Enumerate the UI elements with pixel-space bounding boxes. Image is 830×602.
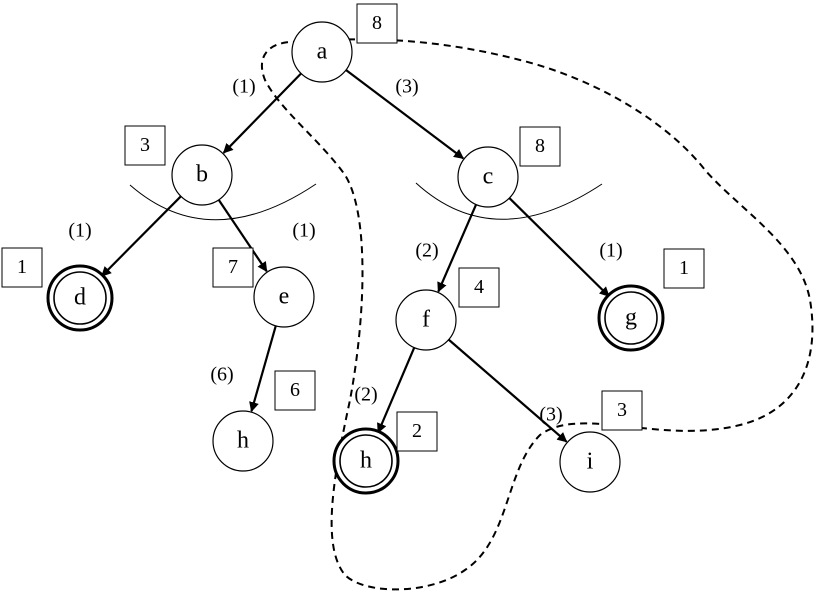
node-label-f: f bbox=[422, 307, 430, 333]
heuristic-value-a: 8 bbox=[372, 12, 382, 34]
heuristic-value-h1: 6 bbox=[290, 379, 300, 401]
goal-node-g-outer-ring bbox=[597, 284, 665, 352]
edge-a-b bbox=[222, 72, 302, 154]
heuristic-value-b: 3 bbox=[140, 134, 150, 156]
heuristic-box-c bbox=[519, 126, 561, 167]
node-label-h1: h bbox=[237, 428, 249, 454]
heuristic-box-b bbox=[124, 125, 166, 166]
cutoff-arc-b bbox=[129, 183, 317, 221]
edge-cost-label-b-e: (1) bbox=[292, 220, 315, 242]
node-label-h2: h bbox=[360, 448, 372, 474]
explored-region-boundary bbox=[260, 38, 814, 591]
heuristic-box-a bbox=[356, 3, 398, 44]
heuristic-box-i bbox=[601, 390, 643, 431]
node-a bbox=[291, 21, 353, 83]
node-e bbox=[253, 266, 315, 328]
edge-cost-label-f-i: (3) bbox=[539, 404, 562, 426]
node-f bbox=[395, 289, 457, 351]
node-label-c: c bbox=[483, 164, 494, 190]
edge-b-e bbox=[217, 199, 268, 273]
edge-cost-label-a-b: (1) bbox=[232, 76, 255, 98]
heuristic-box-g bbox=[663, 248, 705, 289]
edge-cost-label-c-g: (1) bbox=[599, 240, 622, 262]
node-c bbox=[457, 146, 519, 208]
node-h1 bbox=[212, 410, 274, 472]
heuristic-value-e: 7 bbox=[228, 256, 238, 278]
node-b bbox=[171, 144, 233, 206]
edge-cost-label-a-c: (3) bbox=[395, 76, 418, 98]
goal-node-d-outer-ring bbox=[46, 264, 114, 332]
edge-a-c bbox=[345, 69, 465, 160]
edge-f-i bbox=[447, 338, 568, 443]
edge-cost-label-e-h1: (6) bbox=[210, 364, 233, 386]
edge-c-f bbox=[437, 204, 478, 293]
node-i bbox=[559, 431, 621, 493]
goal-node-h2-inner-ring bbox=[339, 434, 393, 488]
cutoff-arc-c bbox=[415, 182, 603, 220]
goal-node-d-inner-ring bbox=[53, 271, 107, 325]
heuristic-box-h2 bbox=[396, 411, 438, 452]
node-label-a: a bbox=[317, 39, 328, 65]
edge-b-d bbox=[101, 195, 182, 277]
heuristic-box-e bbox=[212, 247, 254, 288]
heuristic-value-i: 3 bbox=[617, 399, 627, 421]
heuristic-value-f: 4 bbox=[474, 276, 484, 298]
node-label-g: g bbox=[625, 305, 637, 331]
goal-node-h2-outer-ring bbox=[332, 427, 400, 495]
node-label-e: e bbox=[279, 284, 290, 310]
edge-cost-label-b-d: (1) bbox=[68, 220, 91, 242]
node-label-b: b bbox=[196, 162, 208, 188]
heuristic-box-d bbox=[1, 247, 43, 288]
heuristic-value-g: 1 bbox=[679, 257, 689, 279]
edge-cost-label-f-h2: (2) bbox=[354, 384, 377, 406]
heuristic-box-f bbox=[458, 267, 500, 308]
goal-node-g-inner-ring bbox=[604, 291, 658, 345]
heuristic-box-h1 bbox=[274, 370, 316, 411]
edge-e-h1 bbox=[249, 325, 277, 413]
heuristic-value-c: 8 bbox=[535, 135, 545, 157]
node-label-d: d bbox=[74, 285, 86, 311]
heuristic-value-h2: 2 bbox=[412, 420, 422, 442]
heuristic-value-d: 1 bbox=[17, 256, 27, 278]
node-label-i: i bbox=[587, 449, 594, 475]
edge-cost-label-c-f: (2) bbox=[415, 240, 438, 262]
edge-c-g bbox=[508, 197, 610, 298]
edge-f-h2 bbox=[377, 347, 416, 434]
